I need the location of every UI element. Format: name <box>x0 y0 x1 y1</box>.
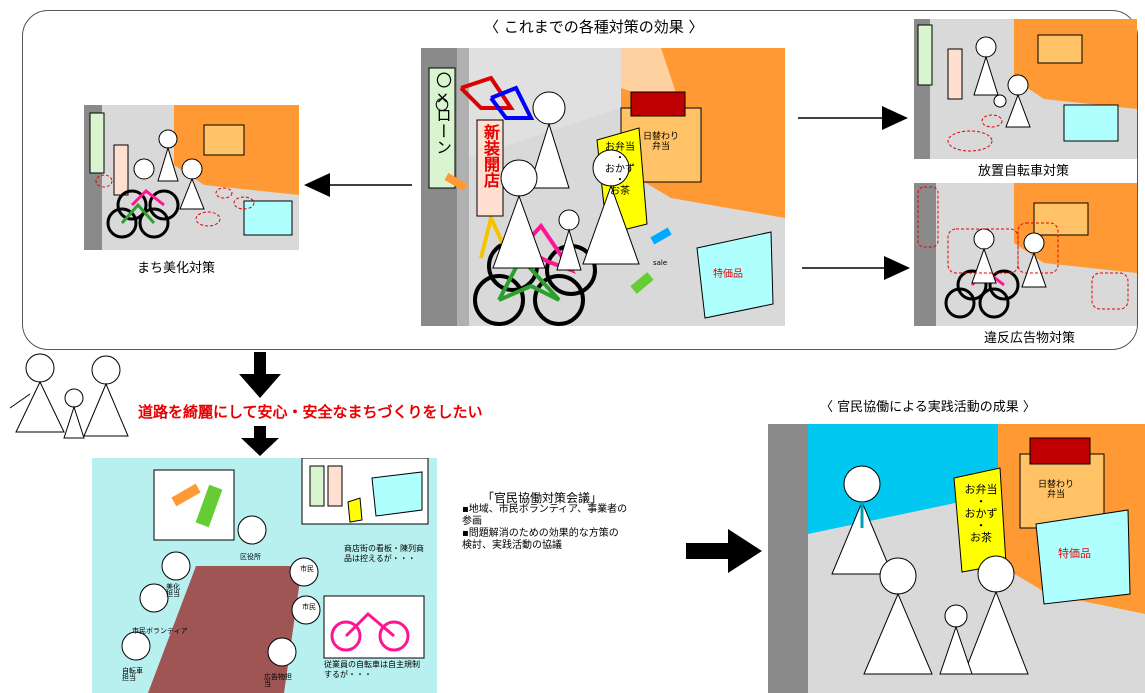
down-arrows-icon <box>239 352 281 456</box>
bikes-note: 従業員の自転車は自主規制するが・・・ <box>324 660 420 679</box>
daily-bento-label: 日替わり弁当 <box>643 132 680 152</box>
goal-message: 道路を綺麗にして安心・安全なまちづくりをしたい <box>138 403 483 421</box>
council-title: 「官民協働対策会議」 <box>481 491 602 505</box>
result-street-scene: お弁当・おかず・お茶 日替わり弁当 特価品 <box>768 424 1145 693</box>
result-daily-bento: 日替わり弁当 <box>1038 480 1075 500</box>
signs-note: 商店街の看板・陳列商品は控えるが・・・ <box>344 544 424 563</box>
advertising-measures-scene <box>914 183 1137 326</box>
result-title: 〈 官民協働による実践活動の成果 〉 <box>820 400 1036 415</box>
central-street-scene: 〇 〇×ローン 新装開店 お弁当・おかず・お茶 日替わり弁当 特価品 sale <box>421 48 785 326</box>
result-bento-sign: お弁当・おかず・お茶 <box>964 483 998 544</box>
beautification-label: まち美化対策 <box>137 261 216 276</box>
beautification-scene <box>84 105 299 250</box>
arrow-right-bottom-icon <box>802 256 910 280</box>
loan-sign-label: 〇×ローン <box>433 72 452 155</box>
arrow-left-icon <box>304 173 412 197</box>
family-outline-icon <box>9 353 129 439</box>
loan-sign-text: 〇 <box>435 98 449 114</box>
big-right-arrow-icon <box>686 529 762 573</box>
role-bicycle: 自転車担当 <box>122 667 143 682</box>
new-store-label: 新装開店 <box>481 124 500 188</box>
past-measures-title: 〈 これまでの各種対策の効果 〉 <box>484 18 704 36</box>
council-item: ▪問題解消のための効果的な方策の <box>462 528 619 539</box>
bento-sign-label: お弁当・おかず・お茶 <box>605 142 635 197</box>
sale-label: 特価品 <box>713 269 743 280</box>
role-citizen-2: 市民 <box>302 603 316 611</box>
council-item: 検討、実践活動の協議 <box>462 540 562 551</box>
role-citizen-1: 市民 <box>300 565 314 573</box>
advertising-label: 違反広告物対策 <box>984 331 1076 346</box>
bicycle-measures-scene <box>914 19 1137 159</box>
role-beautification: 美化担当 <box>166 583 180 598</box>
role-volunteer: 市民ボランティア <box>132 627 188 635</box>
bicycle-label: 放置自転車対策 <box>978 164 1070 179</box>
meeting-scene: 区役所 市民 市民 美化担当 市民ボランティア 自転車担当 広告物担当 商店街の… <box>92 458 437 693</box>
council-item: 参画 <box>462 516 482 527</box>
sale-tag: sale <box>653 259 668 267</box>
arrow-right-top-icon <box>798 106 908 130</box>
council-description: 「官民協働対策会議」 ▪地域、市民ボランティア、事業者の 参画 ▪問題解消のため… <box>462 492 692 552</box>
council-item: ▪地域、市民ボランティア、事業者の <box>462 504 628 515</box>
role-advertising: 広告物担当 <box>264 673 292 688</box>
role-ward-office: 区役所 <box>240 553 261 561</box>
result-sale-label: 特価品 <box>1058 547 1091 560</box>
